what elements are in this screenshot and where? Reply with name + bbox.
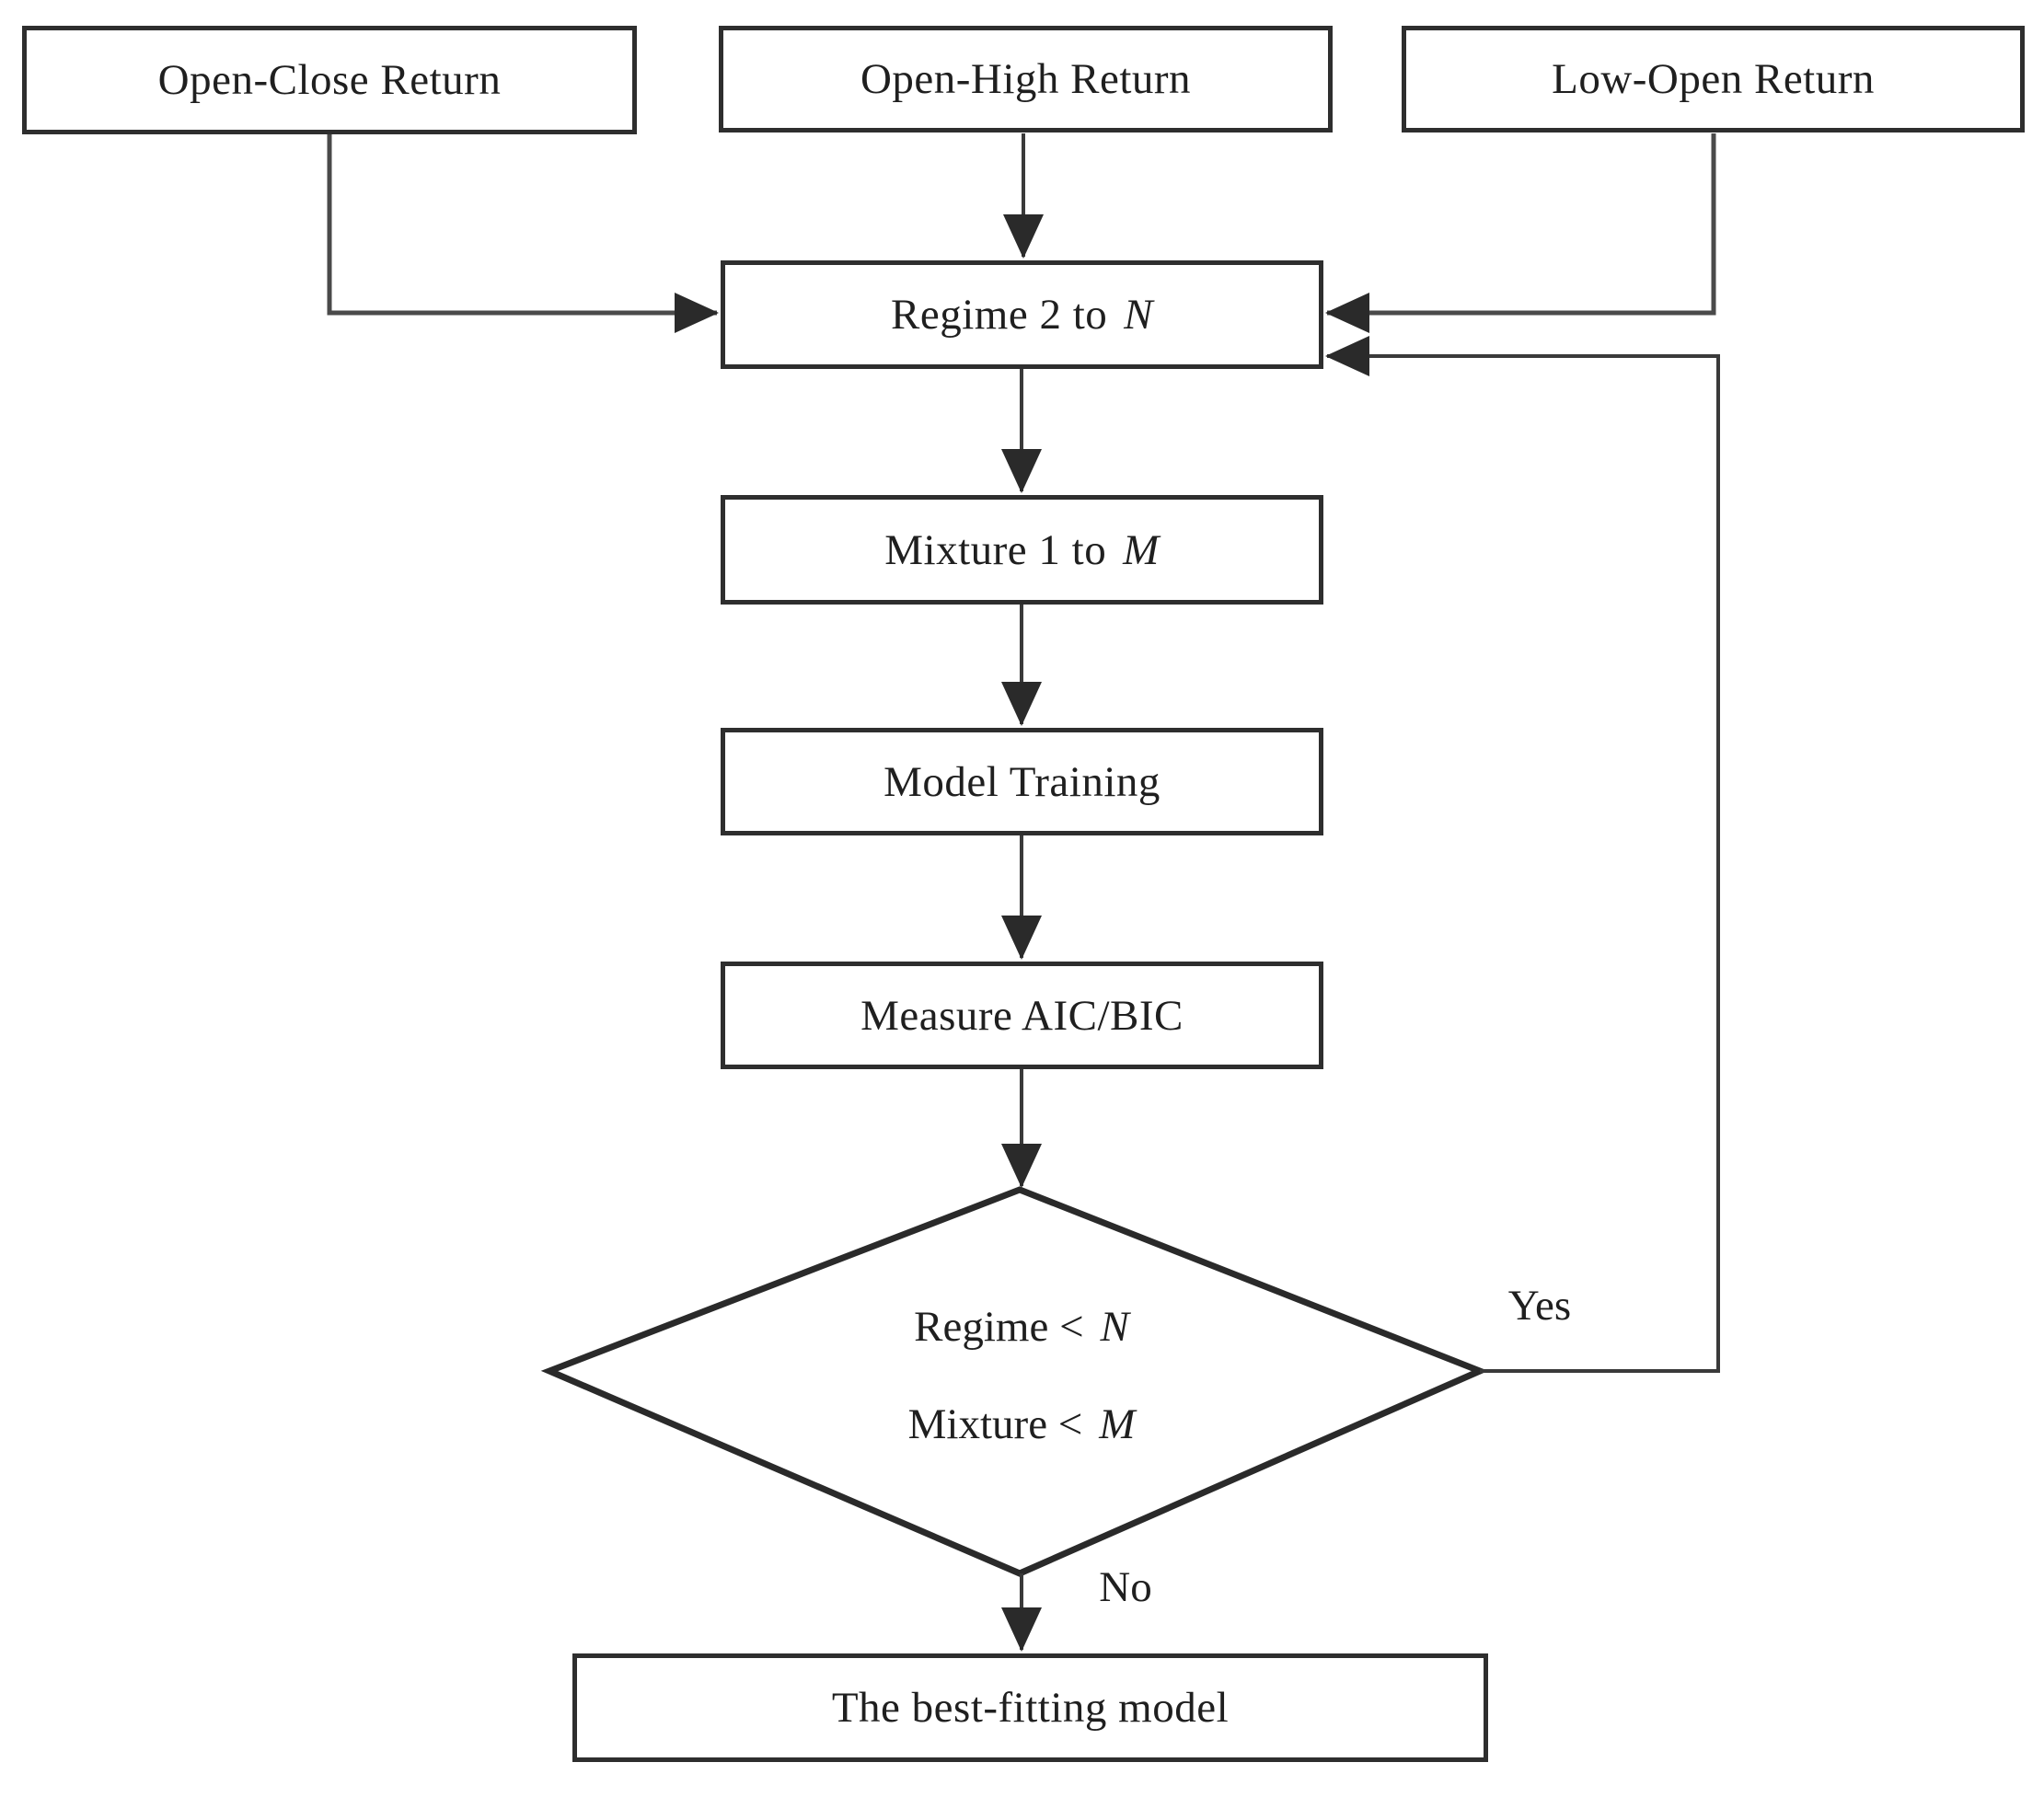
decision-condition-text: Regime <N Mixture <M — [699, 1251, 1344, 1500]
variable-n: N — [1124, 291, 1153, 339]
node-label: Regime 2 to — [891, 291, 1108, 339]
node-low-open-return: Low-Open Return — [1402, 26, 2025, 132]
node-label: Measure AIC/BIC — [860, 991, 1184, 1040]
variable-m: M — [1099, 1400, 1136, 1448]
node-label: Open-High Return — [860, 55, 1192, 103]
node-mixture-1-to-m: Mixture 1 to M — [721, 495, 1323, 605]
variable-n: N — [1100, 1303, 1129, 1351]
node-label: Low-Open Return — [1552, 55, 1875, 103]
node-open-high-return: Open-High Return — [719, 26, 1333, 132]
node-open-close-return: Open-Close Return — [22, 26, 637, 134]
variable-m: M — [1123, 525, 1160, 574]
edge-label-yes: Yes — [1507, 1282, 1572, 1330]
node-label: Mixture 1 to — [884, 525, 1107, 574]
decision-line-mixture: Mixture <M — [907, 1400, 1136, 1448]
decision-line-regime: Regime <N — [914, 1303, 1129, 1351]
node-model-training: Model Training — [721, 728, 1323, 835]
node-regime-2-to-n: Regime 2 to N — [721, 260, 1323, 369]
node-label: The best-fitting model — [831, 1684, 1230, 1732]
node-label: Model Training — [883, 757, 1161, 806]
edge-label-no: No — [1099, 1563, 1152, 1611]
node-label: Open-Close Return — [157, 56, 502, 104]
node-best-fitting-model: The best-fitting model — [572, 1653, 1488, 1762]
node-measure-aic-bic: Measure AIC/BIC — [721, 962, 1323, 1069]
